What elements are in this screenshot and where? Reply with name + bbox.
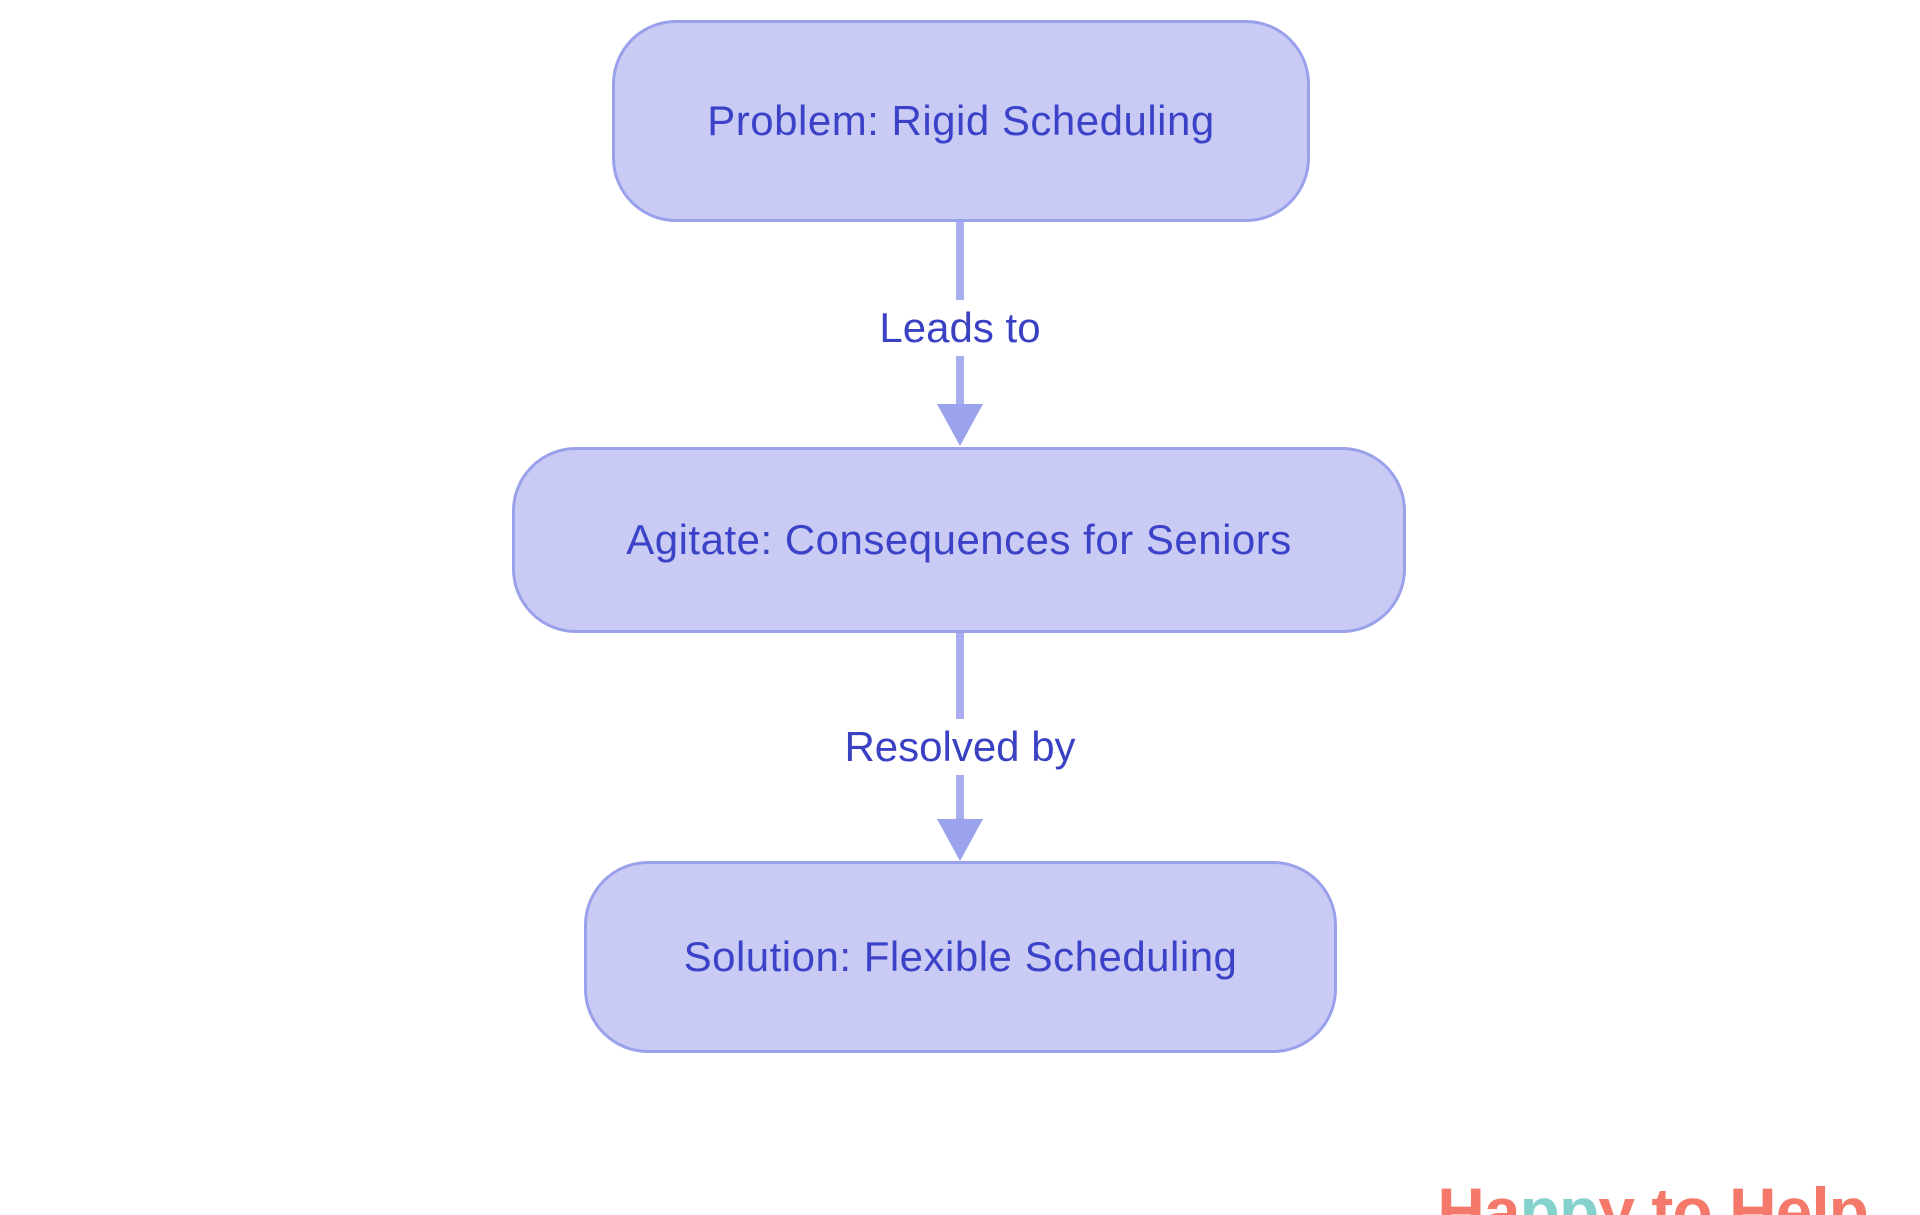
logo-text-pp: pp — [1520, 1178, 1600, 1215]
arrowhead-down-icon — [937, 404, 983, 446]
flow-node-agitate: Agitate: Consequences for Seniors — [512, 447, 1406, 633]
flow-node-agitate-label: Agitate: Consequences for Seniors — [626, 516, 1292, 563]
logo-text-y: y — [1598, 1174, 1635, 1215]
edge-label-resolved-by: Resolved by — [828, 719, 1092, 775]
flow-node-problem: Problem: Rigid Scheduling — [612, 20, 1310, 222]
edge-label-leads-to: Leads to — [863, 300, 1057, 356]
arrowhead-down-icon — [937, 819, 983, 861]
flow-node-problem-label: Problem: Rigid Scheduling — [707, 97, 1215, 144]
logo-text-ha: Ha — [1437, 1174, 1520, 1215]
logo-text-to-help: to Help — [1634, 1174, 1869, 1215]
flow-node-solution: Solution: Flexible Scheduling — [584, 861, 1337, 1053]
flow-node-solution-label: Solution: Flexible Scheduling — [683, 933, 1238, 980]
logo-text-pp-glyphs: pp — [1519, 1174, 1600, 1215]
